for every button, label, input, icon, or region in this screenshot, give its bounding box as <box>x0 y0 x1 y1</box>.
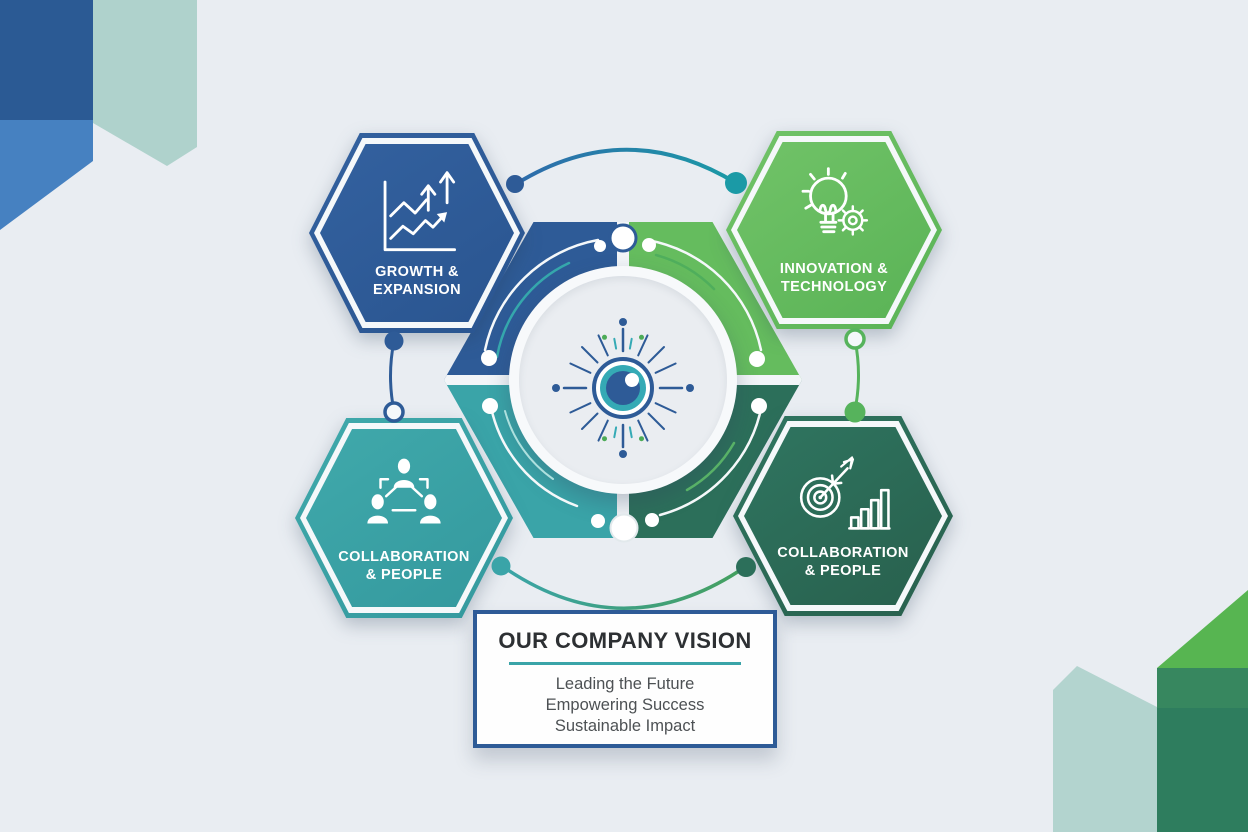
tall-arrow-head <box>439 171 456 184</box>
gear <box>837 205 869 236</box>
corner-pale-teal-house <box>1053 666 1157 832</box>
hexagon-label-line2: & PEOPLE <box>804 562 882 579</box>
hexagon-label-line1: GROWTH & <box>375 264 459 280</box>
arrow <box>819 456 855 499</box>
connector-arc-top <box>506 147 747 194</box>
corner-sea-green-rect <box>1157 708 1248 832</box>
person-top <box>393 458 415 488</box>
center-circle <box>509 266 737 494</box>
upper-zigzag <box>389 198 428 218</box>
lightbulb-gear-icon <box>801 167 869 236</box>
vision-title-underline <box>509 662 741 665</box>
mid-arrow-head <box>420 184 437 196</box>
hexagon-label: INNOVATION & TECHNOLOGY <box>780 261 888 296</box>
vision-statement-1: Leading the Future <box>555 675 695 693</box>
corner-mid-green-shape <box>1157 668 1248 708</box>
hexagon-label: GROWTH & EXPANSION <box>373 264 461 299</box>
hexagon-label-line1: COLLABORATION <box>777 545 909 561</box>
hexagon-innovation-technology: INNOVATION & TECHNOLOGY <box>726 131 942 329</box>
connector-arc-bottom <box>491 556 756 610</box>
target-arrow-bars-icon <box>799 456 891 530</box>
connector-dot-open <box>844 328 866 350</box>
hexagon-label-line2: & PEOPLE <box>365 566 443 583</box>
ne-arrow-head <box>436 212 448 223</box>
hexagon-growth-expansion: GROWTH & EXPANSION <box>309 133 525 333</box>
bar-chart <box>848 488 891 530</box>
bulb-rays <box>801 167 847 210</box>
lower-zigzag <box>389 213 446 240</box>
corner-pale-teal-banner <box>93 0 197 166</box>
bulb-glass <box>809 176 848 216</box>
hexagon-label-line1: INNOVATION & <box>779 261 889 277</box>
corner-decoration-bottom-right <box>1053 590 1248 832</box>
target <box>799 477 841 518</box>
hexagon-label-line1: COLLABORATION <box>338 549 470 565</box>
person-right <box>419 494 441 524</box>
bulb-filament-legs <box>824 211 835 222</box>
team-network-icon <box>367 458 441 524</box>
growth-chart-icon <box>383 171 457 252</box>
chart-axes <box>383 180 457 252</box>
center-circle-inner <box>519 276 727 484</box>
hexagon-label-line2: TECHNOLOGY <box>780 278 888 295</box>
vision-title: OUR COMPANY VISION <box>498 628 752 653</box>
hexagon-fill <box>320 144 514 322</box>
vision-box: OUR COMPANY VISION Leading the Future Em… <box>473 610 777 748</box>
corner-light-blue-shape <box>0 120 93 230</box>
corner-bright-green-shape <box>1157 590 1248 668</box>
vision-statement-2: Empowering Success <box>545 696 705 714</box>
hexagon-fill <box>737 142 931 318</box>
person-left <box>367 494 389 524</box>
hexagon-collaboration-people: COLLABORATION & PEOPLE <box>295 418 513 618</box>
connector-link-left <box>383 331 405 423</box>
corner-decoration-top-left <box>0 0 197 230</box>
bulb-filament <box>818 203 838 215</box>
hexagon-collaboration-people-2: COLLABORATION & PEOPLE <box>733 416 953 616</box>
hexagon-label-line2: EXPANSION <box>373 281 461 298</box>
hexagon-label: COLLABORATION & PEOPLE <box>338 549 469 584</box>
hexagon-label: COLLABORATION & PEOPLE <box>777 545 908 580</box>
connector-link-right <box>844 328 866 423</box>
connector-dot-filled <box>384 331 404 351</box>
connector-lines <box>384 484 424 512</box>
vision-statement-3: Sustainable Impact <box>554 717 696 735</box>
bulb-base <box>819 220 838 234</box>
hexagon-fill <box>744 427 942 605</box>
bracket-corners <box>379 478 429 489</box>
corner-blue-rect <box>0 0 93 120</box>
